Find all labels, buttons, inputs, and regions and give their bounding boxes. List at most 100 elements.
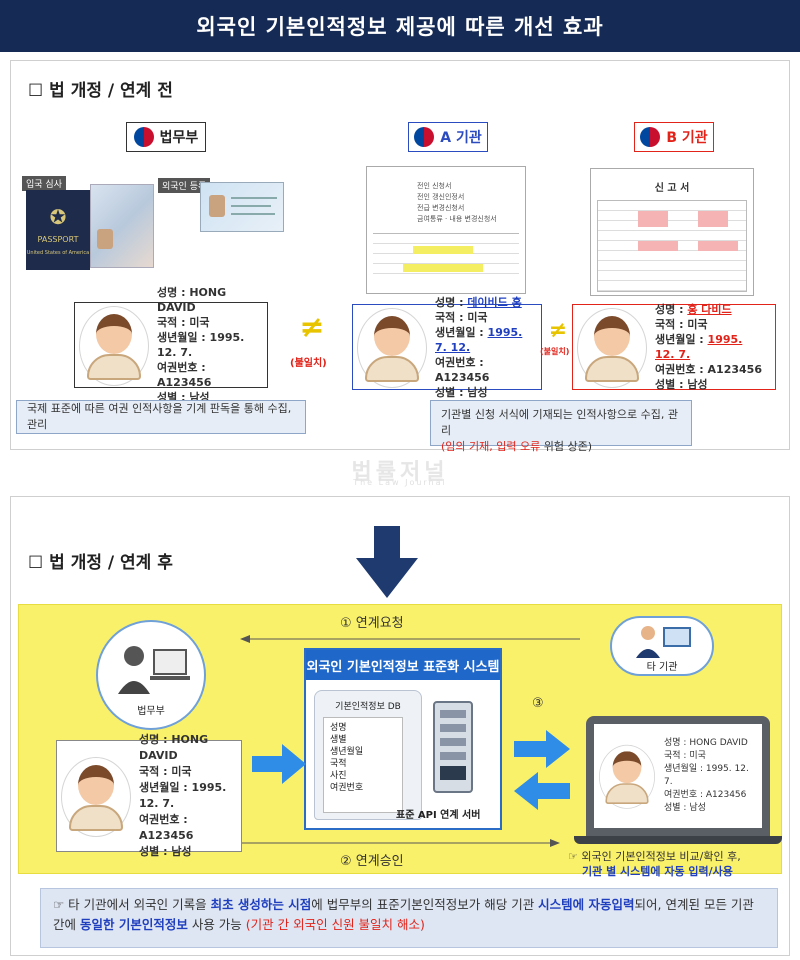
sex-value: 남성 — [467, 385, 488, 399]
note-right-rest: 위험 상존) — [540, 440, 593, 453]
form-a-line: 전인 신청서 — [417, 182, 452, 190]
korea-emblem-icon — [133, 127, 154, 147]
bottom-note-text: 에 법무부의 표준기본인적정보가 해당 기관 — [311, 897, 539, 912]
standardization-system: 외국인 기본인적정보 표준화 시스템 기본인적정보 DB 성명 생별 생년월일 … — [304, 648, 502, 830]
note-right-line1: 기관별 신청 서식에 기재되는 인적사항으로 수집, 관리 — [441, 408, 678, 437]
db-field: 성명 — [330, 723, 347, 733]
dob-value: 1995. 7. 12. — [435, 325, 523, 354]
officer-at-computer-icon — [118, 646, 190, 694]
db-field: 국적 — [330, 759, 347, 769]
bottom-note-highlight: 동일한 기본인적정보 — [79, 917, 188, 932]
bottom-note-highlight: 최초 생성하는 시점 — [210, 897, 312, 912]
korea-emblem-icon — [640, 127, 661, 147]
watermark-sub: The Law Journal — [353, 478, 447, 487]
info-card-a: 성명 : 데이비드 홍 국적 : 미국 생년월일 : 1995. 7. 12. … — [352, 296, 542, 399]
before-heading: ☐ 법 개정 / 연계 전 — [28, 81, 173, 101]
mismatch-label: (불일치) — [540, 347, 570, 356]
dob-value: 1995. 12. 7. — [157, 331, 245, 359]
passport-value: A123456 — [705, 790, 747, 800]
right-note-line2: 기관 별 시스템에 자동 입력/사용 — [582, 865, 733, 878]
db-field: 여권번호 — [330, 783, 364, 793]
bottom-note-text: ☞ 타 기관에서 외국인 기록을 — [53, 897, 211, 912]
bottom-note-warning: (기관 간 외국인 신원 불일치 해소) — [245, 917, 425, 932]
nationality-value: 미국 — [171, 765, 192, 778]
passport-value: A123456 — [707, 363, 762, 376]
card-photo — [209, 195, 225, 217]
step-request-label: ① 연계요청 — [340, 616, 404, 631]
form-b-table — [597, 200, 747, 292]
server-rack-icon — [433, 701, 473, 793]
dob-value: 1995. 12. 7. — [139, 781, 227, 810]
watermark: 법률저널 — [351, 460, 449, 485]
name-value: 데이비드 홍 — [467, 295, 522, 309]
page-title: 외국인 기본인적정보 제공에 따른 개선 효과 — [0, 0, 800, 52]
system-title: 외국인 기본인적정보 표준화 시스템 — [306, 650, 500, 680]
sex-value: 남성 — [171, 845, 192, 858]
laptop-display: 성명 : HONG DAVID 국적 : 미국 생년월일 : 1995. 12.… — [594, 724, 762, 828]
moj-node: 법무부 — [96, 620, 206, 730]
form-a-line: 전급 변경신청서 — [417, 204, 465, 212]
approval-arrow — [240, 839, 560, 847]
info-card-moj: 성명 : HONG DAVID 국적 : 미국 생년월일 : 1995. 12.… — [74, 286, 268, 404]
not-equal-icon: ≠ — [548, 318, 568, 343]
bottom-note-text: 되어, 연계된 모든 기관간에 — [53, 897, 754, 932]
note-left: 국제 표준에 따른 여권 인적사항을 기계 판독을 통해 수집, 관리 — [16, 400, 306, 434]
send-arrow-icon — [252, 744, 306, 784]
form-a-line: 금여통류 · 내용 변경신청서 — [417, 215, 497, 223]
name-value: 홍 다비드 — [687, 303, 732, 316]
person-avatar — [599, 744, 655, 809]
sex-value: 남성 — [687, 378, 708, 391]
other-agency-label: 타 기관 — [646, 662, 678, 673]
passport-image: ✪ PASSPORT United States of America — [26, 190, 90, 270]
dob-value: 1995. 12. 7. — [664, 764, 749, 787]
info-card-fields: 성명 : 데이비드 홍 국적 : 미국 생년월일 : 1995. 7. 12. … — [435, 295, 523, 399]
nationality-value: 미국 — [189, 316, 210, 329]
entry-check-tag: 입국 심사 — [22, 176, 66, 191]
passport-text: PASSPORT — [37, 234, 79, 244]
person-avatar — [61, 757, 131, 837]
db-fields: 성명 생별 생년월일 국적 사진 여권번호 — [323, 717, 403, 813]
passport-value: A123456 — [435, 370, 490, 384]
person-avatar — [79, 306, 149, 386]
korea-emblem-icon — [414, 127, 435, 147]
agency-moj-label: 법무부 — [159, 130, 199, 146]
dob-value: 1995. 12. 7. — [655, 333, 743, 361]
passport-value: A123456 — [157, 376, 212, 389]
passport-sub: United States of America — [26, 249, 90, 256]
person-avatar — [577, 308, 647, 388]
nationality-value: 미국 — [467, 310, 488, 324]
info-card-fields: 성명 : HONG DAVID 국적 : 미국 생년월일 : 1995. 12.… — [157, 286, 245, 404]
laptop-info: 성명 : HONG DAVID 국적 : 미국 생년월일 : 1995. 12.… — [664, 738, 749, 813]
staff-at-computer-icon — [636, 626, 691, 658]
passport-value: A123456 — [139, 829, 194, 842]
passport-photo — [97, 229, 113, 249]
agency-a-label: A 기관 — [440, 130, 482, 146]
person-avatar — [357, 308, 427, 388]
agency-a: A 기관 — [408, 122, 488, 152]
other-agency-node: 타 기관 — [610, 616, 714, 676]
name-value: HONG DAVID — [157, 286, 227, 314]
name-value: HONG DAVID — [139, 733, 209, 762]
form-a-line: 전인 갱신인정서 — [417, 193, 465, 201]
request-arrow — [240, 635, 580, 643]
step-3-label: ③ — [532, 696, 544, 711]
laptop-screen: 성명 : HONG DAVID 국적 : 미국 생년월일 : 1995. 12.… — [586, 716, 770, 836]
db-stack: 기본인적정보 DB 성명 생별 생년월일 국적 사진 여권번호 — [314, 690, 422, 820]
down-arrow-icon — [356, 526, 418, 598]
server-label: 표준 API 연계 서버 — [396, 810, 481, 821]
bottom-note: ☞ 타 기관에서 외국인 기록을 최초 생성하는 시점에 법무부의 표준기본인적… — [40, 888, 778, 948]
nationality-value: 미국 — [687, 318, 708, 331]
passport-photo-page — [90, 184, 154, 268]
sex-value: 남성 — [689, 803, 706, 813]
info-card-after: 성명 : HONG DAVID 국적 : 미국 생년월일 : 1995. 12.… — [56, 733, 242, 858]
agency-b-form: 신 고 서 — [590, 168, 754, 296]
alien-registration-card — [200, 182, 284, 232]
registration-tag: 외국인 등록 — [158, 178, 211, 193]
bottom-note-text: 사용 가능 — [187, 917, 246, 932]
bottom-note-highlight: 시스템에 자동입력 — [538, 897, 635, 912]
agency-moj: 법무부 — [126, 122, 206, 152]
info-card-fields: 성명 : 홍 다비드 국적 : 미국 생년월일 : 1995. 12. 7. 여… — [655, 303, 762, 391]
db-field: 생년월일 — [330, 747, 364, 757]
nationality-value: 미국 — [689, 751, 706, 761]
laptop-base — [574, 836, 782, 844]
